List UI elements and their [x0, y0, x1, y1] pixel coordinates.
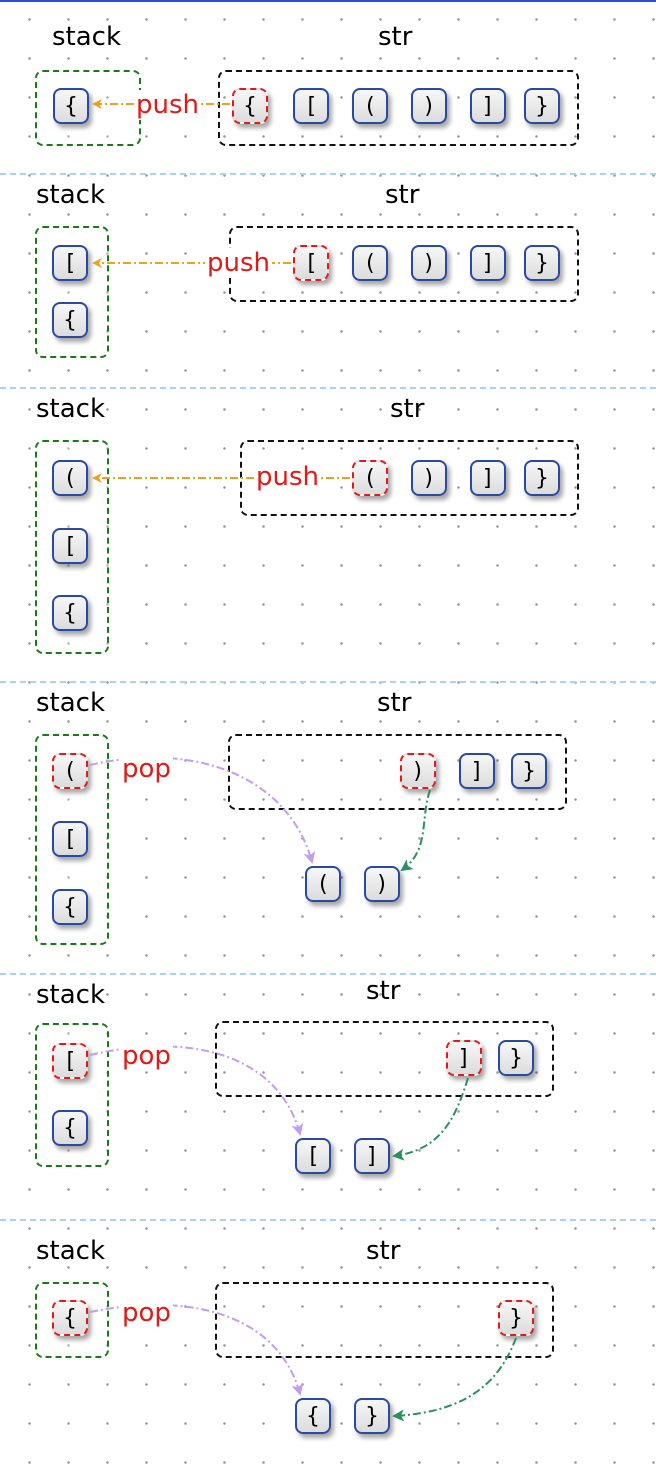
- str-heading: str: [377, 688, 412, 718]
- push-label: push: [134, 90, 202, 120]
- str-cell: ]: [470, 460, 506, 496]
- push-label: push: [254, 462, 322, 492]
- stack-heading: stack: [36, 1236, 106, 1266]
- stack-cell: (: [52, 460, 88, 496]
- stack-heading: stack: [36, 688, 106, 718]
- push-label: push: [205, 248, 273, 278]
- str-heading: str: [366, 1236, 401, 1266]
- stack-cell: {: [53, 88, 89, 124]
- str-cell-current: ]: [446, 1040, 482, 1076]
- str-cell: }: [524, 245, 560, 281]
- str-cell: (: [352, 88, 388, 124]
- step-separator: [0, 681, 656, 683]
- str-heading: str: [378, 22, 413, 52]
- stack-heading: stack: [52, 22, 122, 52]
- str-cell: ]: [470, 88, 506, 124]
- stack-heading: stack: [36, 180, 106, 210]
- pop-label: pop: [120, 1298, 173, 1328]
- str-container: [218, 70, 579, 146]
- str-cell: ]: [459, 753, 495, 789]
- str-cell: ]: [470, 245, 506, 281]
- str-cell: }: [524, 88, 560, 124]
- stack-cell-top: [: [52, 1043, 88, 1079]
- stack-cell: [: [52, 528, 88, 564]
- str-cell: ): [411, 460, 447, 496]
- stack-cell-top: {: [52, 1300, 88, 1336]
- stack-cell-top: (: [52, 753, 88, 789]
- str-cell: }: [524, 460, 560, 496]
- matched-pair-close: ]: [354, 1138, 390, 1174]
- matched-pair-open: (: [305, 866, 341, 902]
- stack-cell: {: [52, 1110, 88, 1146]
- stack-cell: [: [52, 821, 88, 857]
- str-cell-current: (: [352, 460, 388, 496]
- matched-pair-open: [: [295, 1138, 331, 1174]
- str-cell-current: {: [232, 88, 268, 124]
- step-separator: [0, 173, 656, 175]
- str-heading: str: [385, 180, 420, 210]
- str-cell: ): [411, 245, 447, 281]
- matched-pair-close: }: [354, 1398, 390, 1434]
- top-border: [0, 0, 656, 2]
- stack-cell: {: [52, 595, 88, 631]
- stack-cell: {: [52, 302, 88, 338]
- pop-label: pop: [120, 1041, 173, 1071]
- pop-label: pop: [120, 754, 173, 784]
- stack-heading: stack: [36, 980, 106, 1010]
- str-cell: ): [411, 88, 447, 124]
- str-heading: str: [366, 976, 401, 1006]
- str-cell: }: [498, 1040, 534, 1076]
- step-separator: [0, 387, 656, 389]
- matched-pair-open: {: [295, 1398, 331, 1434]
- stack-cell: [: [52, 245, 88, 281]
- stack-cell: {: [52, 889, 88, 925]
- str-cell: (: [352, 245, 388, 281]
- step-separator: [0, 1219, 656, 1221]
- str-cell-current: [: [293, 245, 329, 281]
- str-cell: }: [511, 753, 547, 789]
- step-separator: [0, 973, 656, 975]
- matched-pair-close: ): [364, 866, 400, 902]
- str-cell-current: ): [400, 753, 436, 789]
- str-cell: [: [293, 88, 329, 124]
- str-heading: str: [390, 394, 425, 424]
- str-cell-current: }: [498, 1300, 534, 1336]
- stack-heading: stack: [36, 394, 106, 424]
